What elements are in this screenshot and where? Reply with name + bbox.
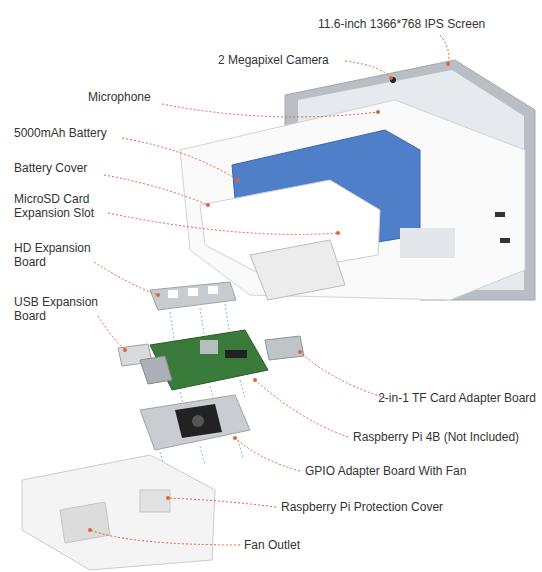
pi-header [225,350,247,358]
leader-line [440,35,449,64]
leader-dot [253,378,257,382]
leader-dot [166,496,170,500]
leader-dot [123,348,127,352]
fan-outlet-grille [60,502,110,543]
protection-cover [22,455,215,570]
cooling-fan [175,404,222,438]
leader-dot [298,350,302,354]
part-label: MicroSD Card Expansion Slot [14,192,110,220]
leader-line [235,438,300,471]
part-label: 11.6-inch 1366*768 IPS Screen [318,17,485,31]
leader-line [345,61,391,78]
leader-dot [233,436,237,440]
part-label: USB Expansion Board [14,295,102,323]
hd-expansion-board [150,282,236,310]
laptop-base [180,100,525,300]
part-label: Fan Outlet [244,538,300,552]
leader-line [98,316,125,350]
part-label: Raspberry Pi Protection Cover [281,500,443,514]
leader-dot [376,110,380,114]
gpio-adapter-board [140,395,250,450]
camera-lens [390,77,396,83]
leader-dot [156,293,160,297]
vent-grille [400,228,455,258]
leader-dot [206,203,210,207]
tf-adapter-board [265,336,304,360]
part-label: Microphone [88,90,151,104]
part-label: 5000mAh Battery [14,126,107,140]
leader-dots [88,62,450,532]
part-label: 2 Megapixel Camera [218,53,329,67]
cover-vent [140,490,170,512]
leader-dot [446,62,450,66]
fan-hub [192,415,204,427]
leader-dot [88,528,92,532]
leader-dot [336,231,340,235]
leader-line [300,352,385,398]
leader-line [94,262,158,295]
side-port [500,238,510,243]
leader-line [122,138,238,180]
part-label: HD Expansion Board [14,241,96,269]
leader-line [108,213,338,234]
leader-line [255,380,348,437]
part-label: 2-in-1 TF Card Adapter Board [378,391,536,405]
ribbon-cable [250,240,345,300]
leader-line [168,498,276,507]
hdmi-port [168,290,178,298]
pi-chip [200,340,218,354]
leader-line [104,175,208,205]
part-label: Raspberry Pi 4B (Not Included) [353,430,519,444]
hdmi-port [208,286,218,294]
leader-dot [389,76,393,80]
leader-dot [236,178,240,182]
leader-line [90,530,240,545]
part-label: Battery Cover [14,161,87,175]
leader-line [162,104,378,117]
hdmi-port [188,288,198,296]
pi-port [140,356,172,384]
part-label: GPIO Adapter Board With Fan [305,464,466,478]
side-port [495,212,505,217]
